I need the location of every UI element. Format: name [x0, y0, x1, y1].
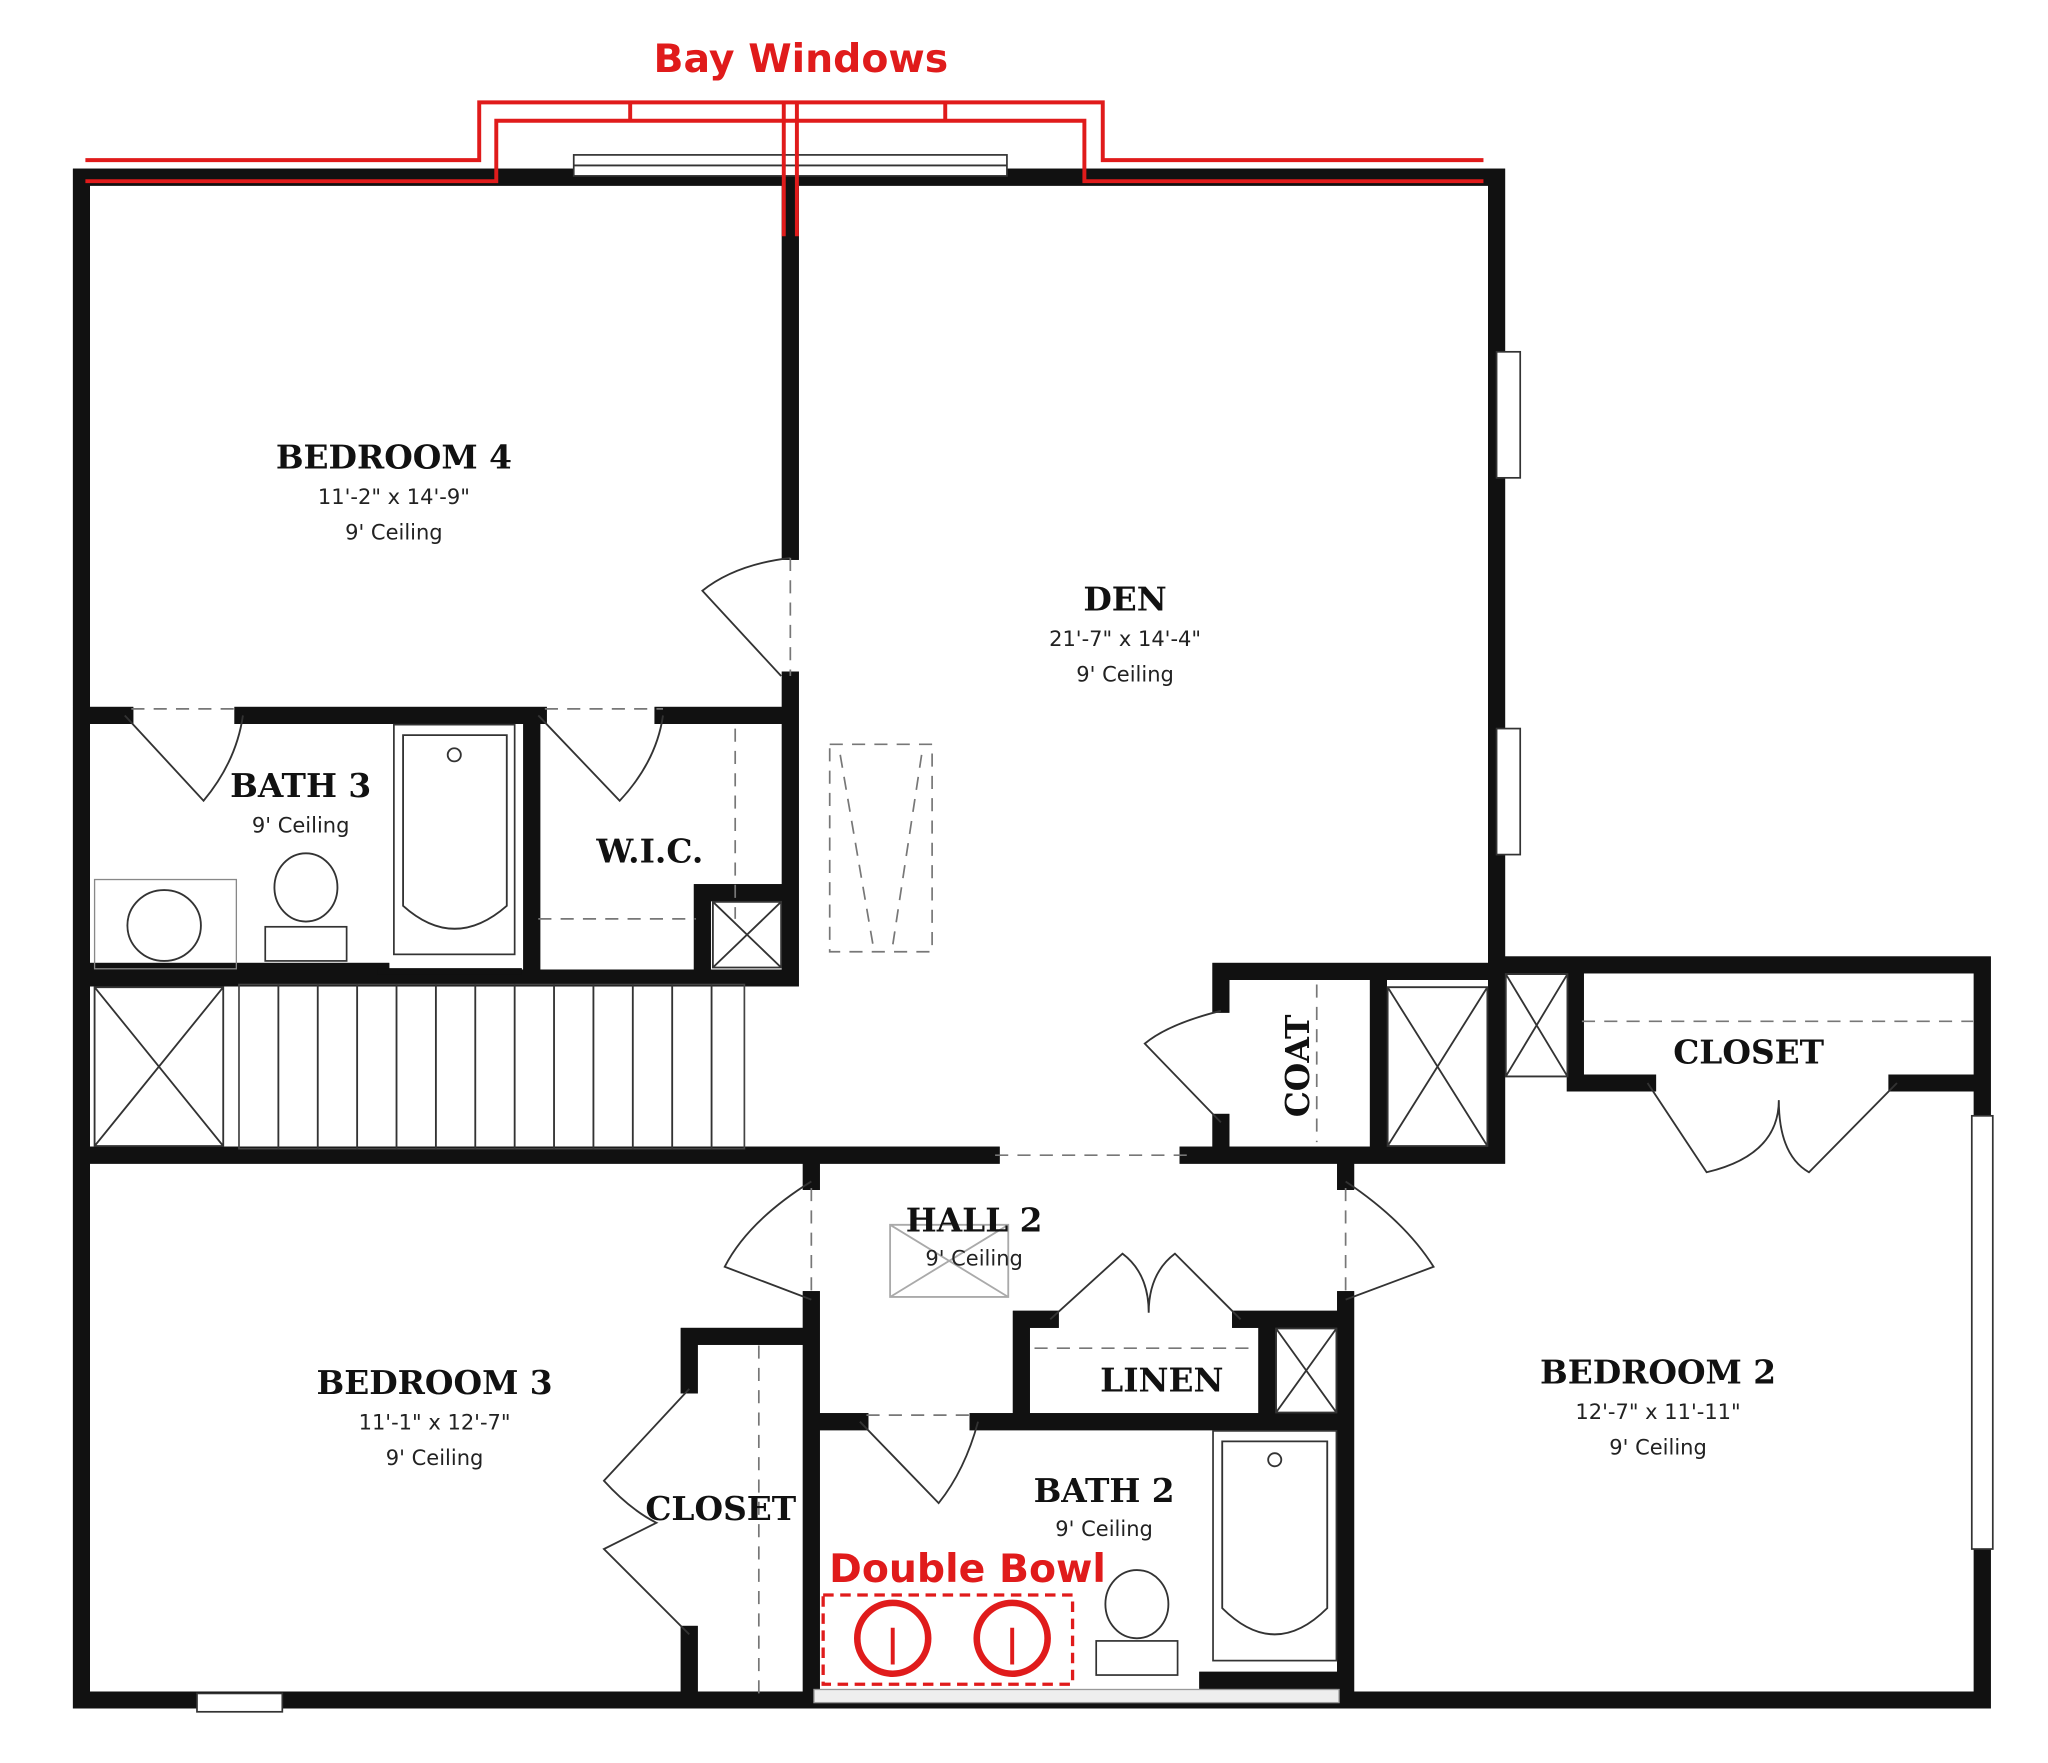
room-bath-3: BATH 3 9' Ceiling	[230, 766, 371, 837]
room-hall-2: HALL 2 9' Ceiling	[906, 1200, 1043, 1270]
room-coat: COAT	[1278, 1014, 1317, 1117]
room-ceiling: 9' Ceiling	[1055, 1517, 1153, 1541]
room-ceiling: 9' Ceiling	[386, 1446, 484, 1470]
room-name: HALL 2	[906, 1200, 1043, 1239]
stairs	[238, 983, 746, 1150]
room-ceiling: 9' Ceiling	[345, 521, 443, 545]
room-dimensions: 21'-7" x 14'-4"	[1049, 627, 1201, 651]
room-name: BEDROOM 2	[1540, 1353, 1776, 1392]
room-ceiling: 9' Ceiling	[252, 813, 350, 837]
room-bedroom-4: BEDROOM 4 11'-2" x 14'-9" 9' Ceiling	[276, 438, 512, 545]
room-dimensions: 11'-2" x 14'-9"	[318, 485, 470, 509]
chases	[93, 728, 1974, 1694]
room-dimensions: 11'-1" x 12'-7"	[359, 1411, 511, 1435]
room-name: BEDROOM 4	[276, 438, 512, 477]
room-bedroom-2: BEDROOM 2 12'-7" x 11'-11" 9' Ceiling	[1540, 1353, 1776, 1460]
room-linen: LINEN	[1100, 1360, 1223, 1399]
walls	[72, 168, 1982, 1700]
room-ceiling: 9' Ceiling	[925, 1246, 1023, 1270]
room-dimensions: 12'-7" x 11'-11"	[1575, 1400, 1740, 1424]
room-closet-bedroom-3: CLOSET	[645, 1489, 796, 1528]
bay-windows-label: Bay Windows	[653, 36, 948, 82]
room-name: BATH 2	[1034, 1471, 1175, 1510]
room-bath-2: BATH 2 9' Ceiling	[1034, 1471, 1175, 1541]
room-labels: BEDROOM 4 11'-2" x 14'-9" 9' Ceiling DEN…	[230, 438, 1824, 1541]
fixtures	[93, 723, 1340, 1704]
windows	[196, 154, 1994, 1713]
bay-window-outline	[85, 100, 1484, 237]
room-closet-bedroom-2: CLOSET	[1673, 1032, 1824, 1071]
room-name: BATH 3	[230, 766, 371, 805]
room-bedroom-3: BEDROOM 3 11'-1" x 12'-7" 9' Ceiling	[317, 1363, 553, 1470]
room-name: DEN	[1083, 579, 1166, 618]
room-ceiling: 9' Ceiling	[1609, 1436, 1707, 1460]
room-name: BEDROOM 3	[317, 1363, 553, 1402]
room-wic: W.I.C.	[595, 831, 703, 870]
room-den: DEN 21'-7" x 14'-4" 9' Ceiling	[1049, 579, 1201, 686]
double-bowl-label: Double Bowl	[829, 1546, 1106, 1592]
room-ceiling: 9' Ceiling	[1076, 662, 1174, 686]
doors	[124, 556, 1898, 1636]
